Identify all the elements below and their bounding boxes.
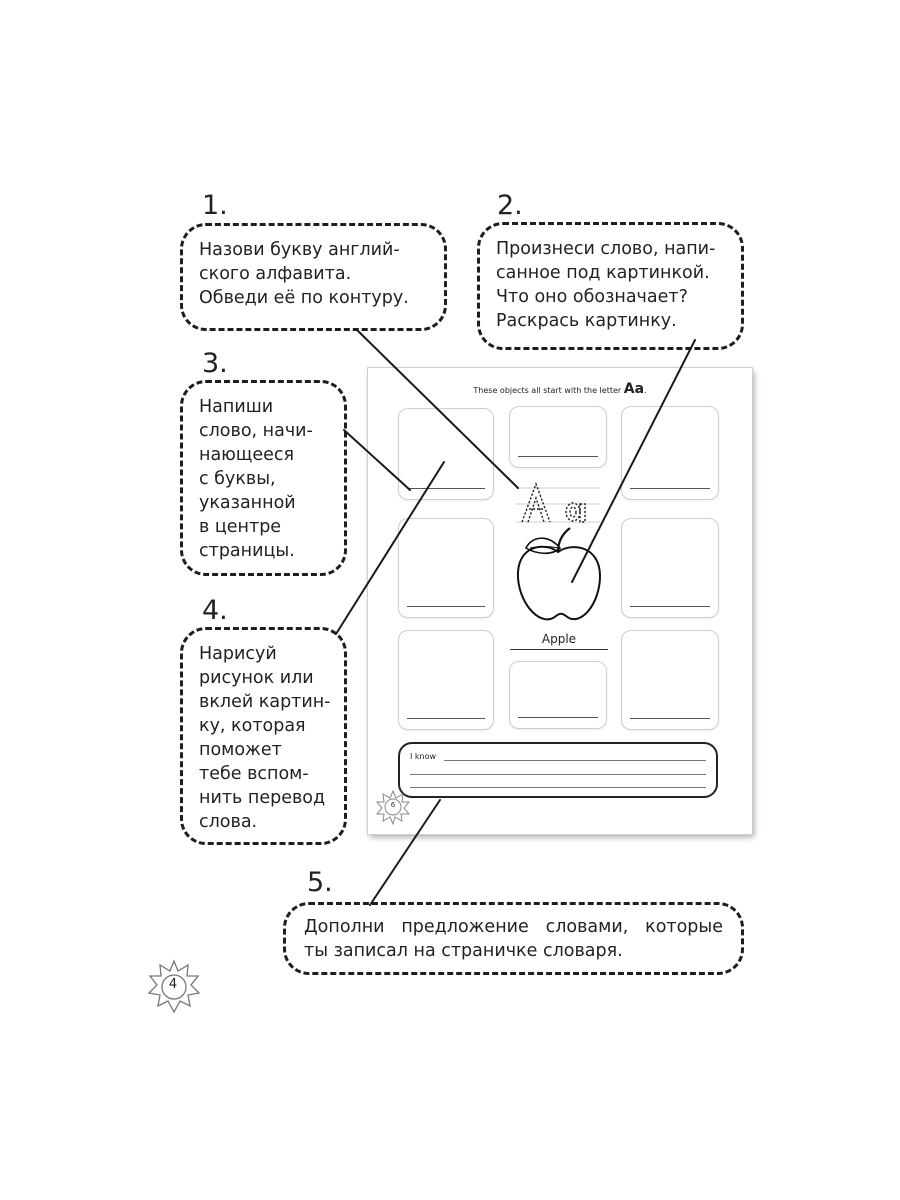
word-write-line[interactable] <box>630 606 710 607</box>
apple-icon <box>516 527 602 621</box>
step-5-line-1: Дополни предложение словами, которые <box>304 917 723 937</box>
word-write-line[interactable] <box>407 488 485 489</box>
word-write-line[interactable] <box>630 488 710 489</box>
step-1-line-3: Обведи её по контуру. <box>199 288 409 308</box>
page-number: 4 <box>168 977 178 992</box>
sentence-write-line[interactable] <box>444 760 706 761</box>
step-2-line-4: Раскрась картинку. <box>496 311 677 331</box>
step-4-line-8: слова. <box>199 812 258 832</box>
step-4-number: 4. <box>202 595 228 626</box>
step-2-number: 2. <box>497 190 523 221</box>
flower-page-badge-icon <box>147 959 201 1014</box>
step-3-number: 3. <box>202 348 228 379</box>
step-5-callout: Дополни предложение словами, которые ты … <box>283 902 744 975</box>
picture-slot[interactable] <box>621 406 719 500</box>
step-4-line-6: тебе вспом- <box>199 764 309 784</box>
sentence-write-line[interactable] <box>410 774 706 775</box>
worksheet-heading-text: These objects all start with the letter <box>473 386 622 395</box>
picture-word-underline <box>510 649 608 650</box>
picture-slot[interactable] <box>621 630 719 730</box>
step-4-line-4: ку, которая <box>199 716 306 736</box>
step-2-line-3: Что оно обозначает? <box>496 287 688 307</box>
word-write-line[interactable] <box>407 606 485 607</box>
picture-slot[interactable] <box>398 408 494 500</box>
step-3-line-4: с буквы, <box>199 469 276 489</box>
picture-slot[interactable] <box>398 630 494 730</box>
picture-slot[interactable] <box>509 661 607 729</box>
step-4-callout: Нарисуй рисунок или вклей картин- ку, ко… <box>180 627 347 845</box>
word-write-line[interactable] <box>407 718 485 719</box>
step-5-line-2: ты записал на страничке словаря. <box>304 941 623 961</box>
step-2-callout: Произнеси слово, напи- санное под картин… <box>477 222 744 350</box>
step-4-line-5: поможет <box>199 740 282 760</box>
step-4-line-2: рисунок или <box>199 668 314 688</box>
step-4-line-7: нить перевод <box>199 788 326 808</box>
step-2-line-2: санное под картинкой. <box>496 263 710 283</box>
step-1-line-2: ского алфавита. <box>199 264 352 284</box>
picture-slot[interactable] <box>621 518 719 618</box>
sentence-label: I know <box>410 752 437 761</box>
step-3-line-6: в центре <box>199 517 282 537</box>
step-3-line-2: слово, начи- <box>199 421 313 441</box>
step-1-callout: Назови букву англий- ского алфавита. Обв… <box>180 223 447 331</box>
step-3-line-3: нающееся <box>199 445 295 465</box>
picture-slot[interactable] <box>509 406 607 468</box>
word-write-line[interactable] <box>630 718 710 719</box>
letter-a-upper-trace-icon <box>521 481 551 523</box>
step-3-line-5: указанной <box>199 493 296 513</box>
worksheet-heading-letter: Aa <box>623 381 645 397</box>
picture-slot[interactable] <box>398 518 494 618</box>
step-4-line-3: вклей картин- <box>199 692 331 712</box>
picture-word: Apple <box>541 632 577 646</box>
word-write-line[interactable] <box>518 717 598 718</box>
letter-trace-and-apple <box>516 481 602 621</box>
worksheet-heading: These objects all start with the letter … <box>473 381 647 397</box>
letter-a-lower-trace-icon <box>565 502 586 523</box>
sentence-box[interactable]: I know <box>398 742 718 798</box>
step-1-line-1: Назови букву англий- <box>199 240 400 260</box>
sentence-write-line[interactable] <box>410 787 706 788</box>
word-write-line[interactable] <box>518 456 598 457</box>
step-4-line-1: Нарисуй <box>199 644 277 664</box>
step-3-line-1: Напиши <box>199 397 274 417</box>
step-3-callout: Напиши слово, начи- нающееся с буквы, ук… <box>180 380 347 576</box>
step-2-line-1: Произнеси слово, напи- <box>496 239 716 259</box>
step-5-number: 5. <box>307 867 333 898</box>
step-1-number: 1. <box>202 190 228 221</box>
worksheet-page: These objects all start with the letter … <box>368 368 752 834</box>
worksheet-page-number: 6 <box>390 801 396 809</box>
step-3-line-7: страницы. <box>199 541 295 561</box>
